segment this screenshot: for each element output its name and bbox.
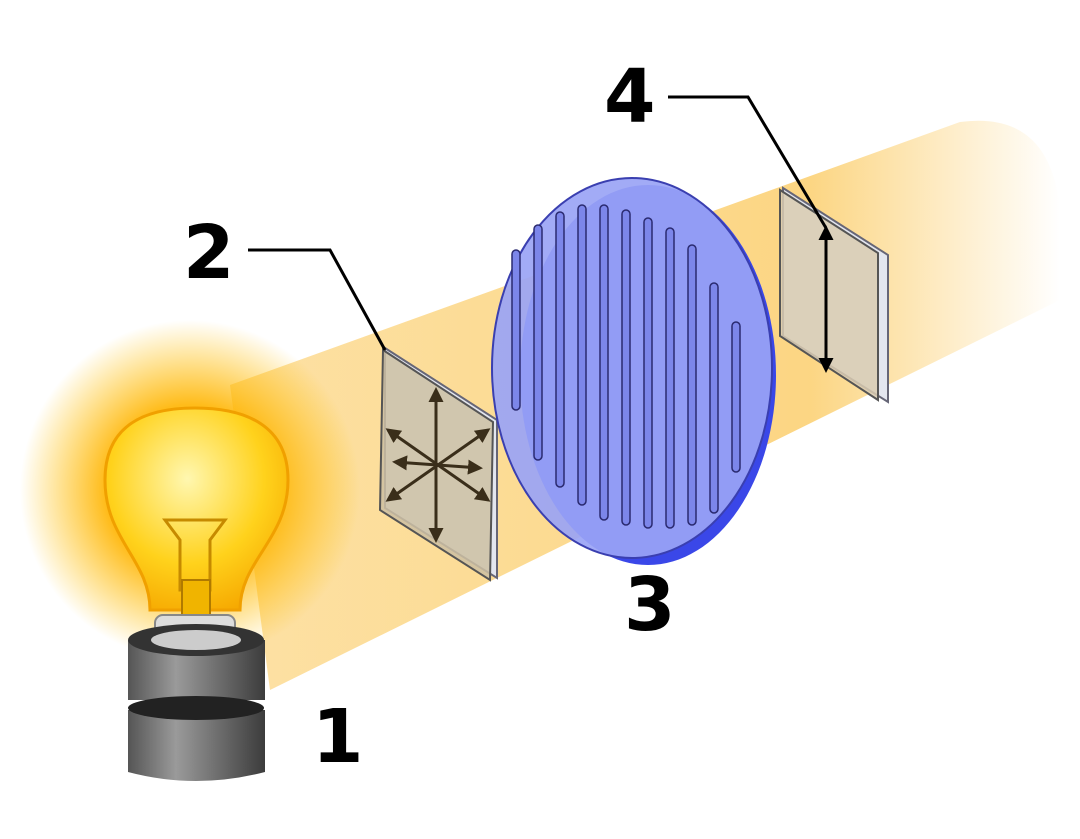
light-bulb bbox=[103, 406, 290, 781]
second-polarizing-filter bbox=[779, 186, 889, 404]
wave-plate-disk bbox=[491, 177, 776, 565]
label-3: 3 bbox=[624, 562, 676, 648]
leader-line-2 bbox=[248, 248, 387, 351]
label-4: 4 bbox=[604, 54, 656, 140]
label-1: 1 bbox=[312, 694, 364, 780]
leader-line-4 bbox=[668, 95, 828, 229]
bulb-base bbox=[128, 640, 265, 700]
disk-slits bbox=[511, 204, 741, 529]
unpolarized-arrows-icon bbox=[385, 387, 491, 543]
label-2: 2 bbox=[183, 210, 235, 296]
first-polarizing-filter bbox=[378, 346, 498, 582]
